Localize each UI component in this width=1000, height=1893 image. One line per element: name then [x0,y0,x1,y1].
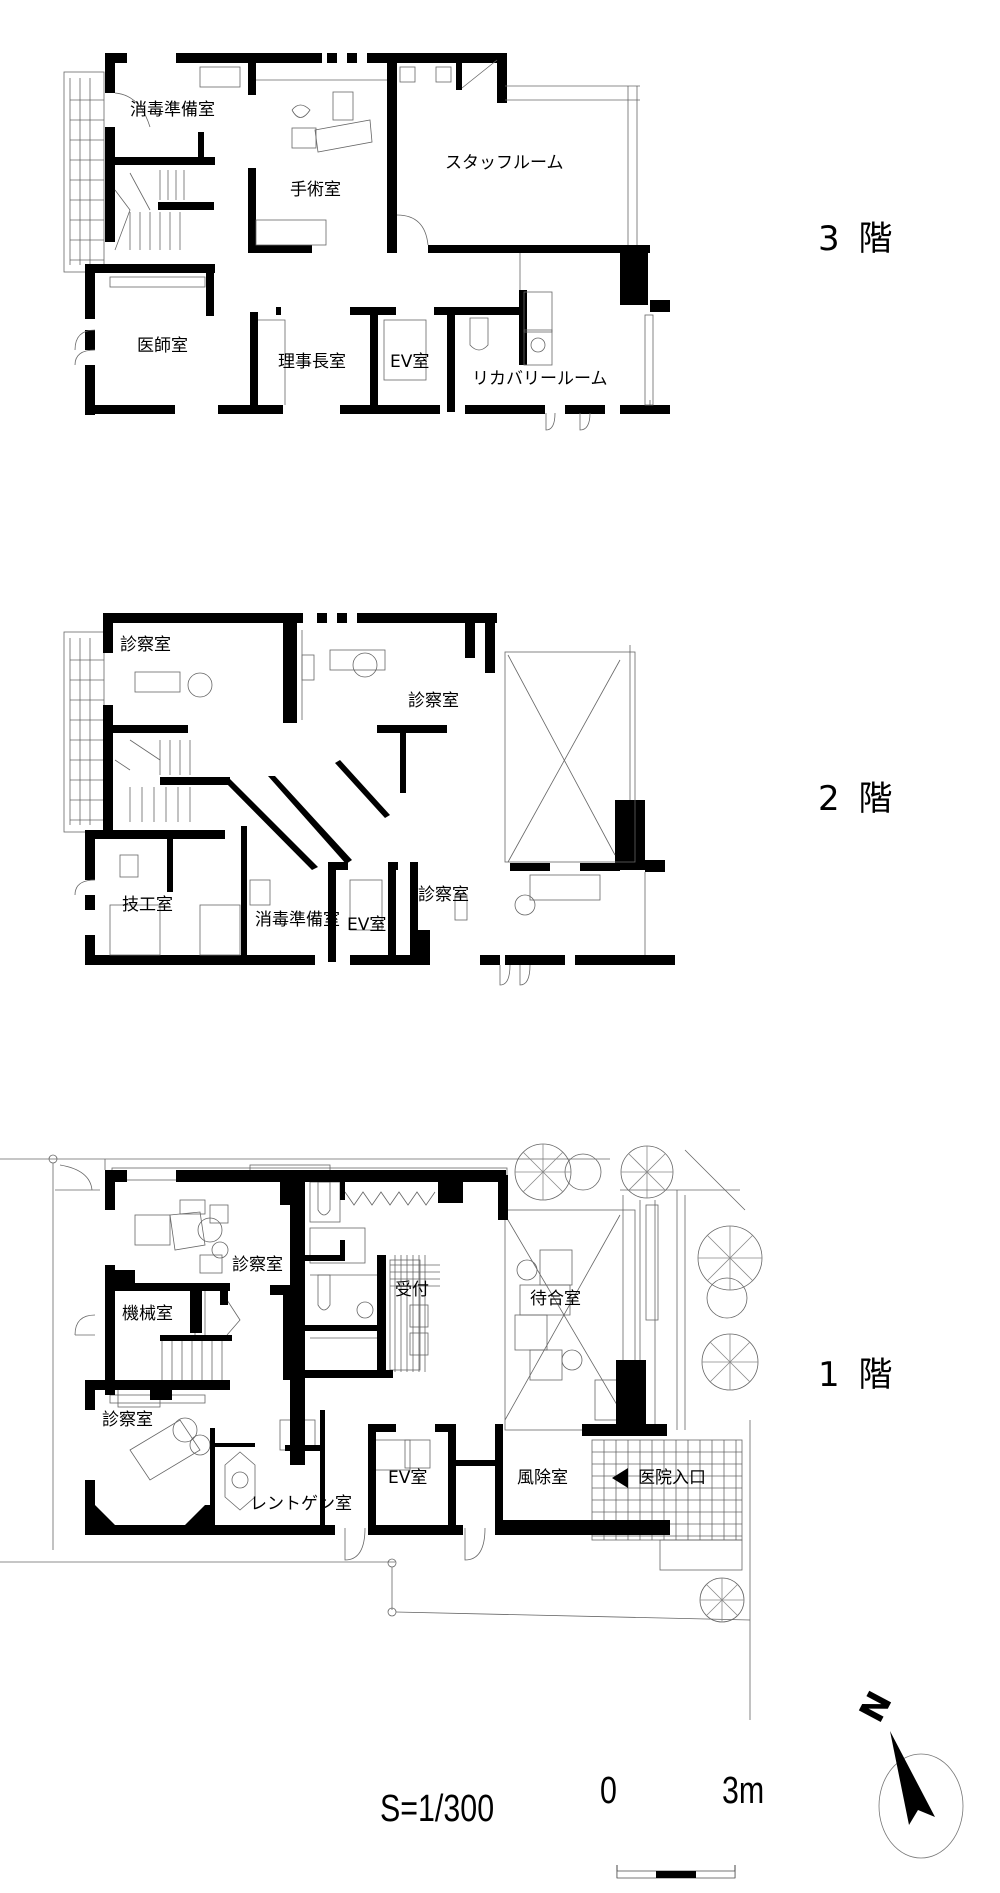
room-label-waiting-room: 待合室 [530,1289,581,1309]
room-label-lab-room: 技工室 [122,895,173,915]
room-label-ev-room-1f: EV室 [388,1468,428,1488]
scale-ratio-label: S=1/300 [380,1788,495,1830]
room-label-director-room: 理事長室 [278,352,346,372]
entrance-arrow-icon [612,1468,628,1488]
room-label-exam-room-1f-n: 診察室 [232,1255,283,1275]
floor-3-plan [63,53,670,431]
scale-bar-end-label: 3m [722,1770,765,1812]
room-label-sterilization-prep-3f: 消毒準備室 [130,100,215,120]
room-label-ev-room-3f: EV室 [390,352,430,372]
room-label-doctors-room: 医師室 [137,336,188,356]
scale-bar [616,1865,736,1879]
room-label-xray-room: レントゲン室 [250,1494,352,1514]
floor-2-plan [63,613,675,986]
floor-label-2f: 2 階 [818,779,897,819]
room-label-staff-room: スタッフルーム [445,153,564,173]
room-label-exam-room-2f-n: 診察室 [408,691,459,711]
room-label-clinic-entrance: 医院入口 [638,1468,706,1488]
north-arrow-icon [878,1731,964,1859]
room-label-windbreak-room: 風除室 [517,1468,568,1488]
room-label-recovery-room: リカバリールーム [472,369,608,389]
floor-label-1f: 1 階 [818,1355,897,1395]
room-label-machine-room: 機械室 [122,1304,173,1324]
room-label-ev-room-2f: EV室 [347,915,387,935]
floor-1-plan [0,1143,763,1720]
room-label-exam-room-2f-se: 診察室 [418,885,469,905]
room-label-operating-room: 手術室 [290,180,341,200]
tree-icons [514,1143,763,1623]
room-label-exam-room-1f-sw: 診察室 [102,1410,153,1430]
room-label-reception: 受付 [395,1280,429,1300]
floor-label-3f: 3 階 [818,219,897,259]
scale-bar-start-label: 0 [600,1770,617,1812]
room-label-sterilization-prep-2f: 消毒準備室 [255,910,340,930]
room-label-exam-room-2f-nw: 診察室 [120,635,171,655]
